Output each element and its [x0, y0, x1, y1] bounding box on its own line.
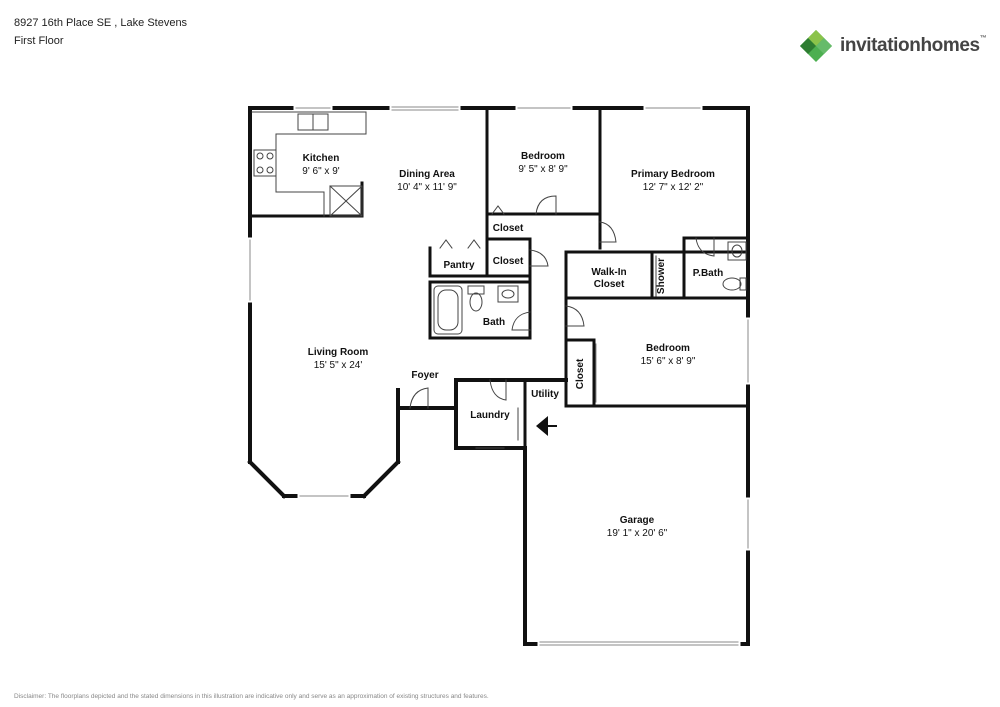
room-dim-living-room: 15' 5" x 24': [314, 360, 363, 371]
kitchen-fixtures: [251, 111, 367, 217]
room-name-foyer: Foyer: [411, 370, 438, 381]
room-name-closet-1: Closet: [493, 223, 524, 234]
room-dim-garage: 19' 1" x 20' 6": [607, 528, 668, 539]
room-name-pbath: P.Bath: [693, 268, 723, 279]
room-dim-kitchen: 9' 6" x 9': [302, 166, 339, 177]
room-name-utility: Utility: [531, 389, 559, 400]
room-name-bath: Bath: [483, 317, 505, 328]
room-name-primary-bedroom: Primary Bedroom: [631, 169, 715, 180]
room-name-living-room: Living Room: [308, 347, 369, 358]
room-dim-bedroom-2: 15' 6" x 8' 9": [641, 356, 696, 367]
logo-mark-icon: [800, 30, 832, 62]
room-name-closet-3: Closet: [575, 358, 586, 389]
room-name-laundry: Laundry: [470, 410, 510, 421]
room-dim-primary-bedroom: 12' 7" x 12' 2": [643, 182, 704, 193]
logo-wordmark: invitationhomes™: [840, 35, 987, 56]
entrance-arrow-icon: [536, 416, 548, 436]
room-name-shower: Shower: [656, 258, 667, 294]
room-dim-dining: 10' 4" x 11' 9": [397, 182, 457, 193]
room-name-walkin-line2: Closet: [594, 279, 625, 290]
disclaimer-text: Disclaimer: The floorplans depicted and …: [14, 693, 489, 700]
bath-fixtures: [433, 241, 747, 335]
room-name-closet-2: Closet: [493, 256, 524, 267]
room-name-bedroom-2: Bedroom: [646, 343, 690, 354]
room-name-garage: Garage: [620, 515, 655, 526]
floor-label: First Floor: [14, 35, 64, 47]
interior-walls: [248, 106, 750, 450]
property-address-block: 8927 16th Place SE , Lake Stevens First …: [14, 14, 187, 50]
room-name-walkin-line1: Walk-In: [591, 267, 626, 278]
room-name-kitchen: Kitchen: [303, 153, 340, 164]
room-name-dining: Dining Area: [399, 169, 455, 180]
property-address: 8927 16th Place SE , Lake Stevens: [14, 17, 188, 29]
room-dim-bedroom-1: 9' 5" x 8' 9": [518, 164, 568, 175]
doors: [409, 195, 715, 449]
room-name-pantry: Pantry: [443, 260, 475, 271]
brand-logo: invitationhomes™: [798, 28, 987, 64]
room-name-bedroom-1: Bedroom: [521, 151, 565, 162]
window-lines: [249, 106, 749, 646]
